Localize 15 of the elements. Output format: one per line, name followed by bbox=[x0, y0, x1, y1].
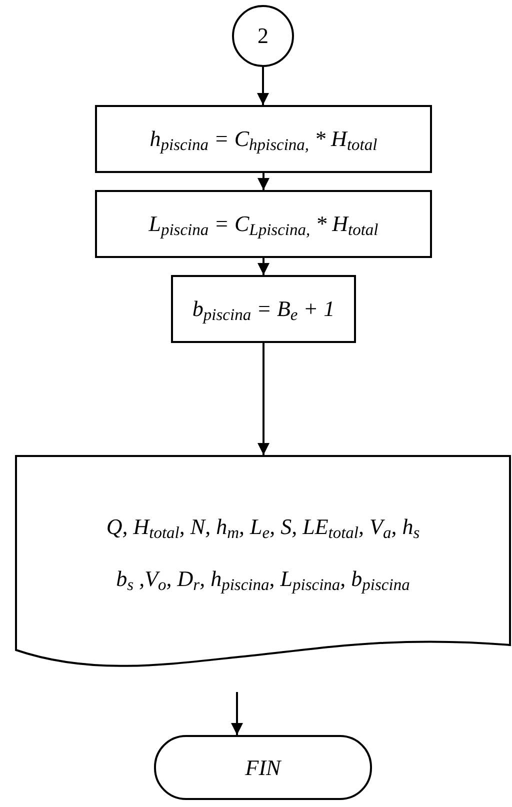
formula-text: b$_{piscina}$ = B$_{e}$ + 1 bbox=[192, 295, 335, 323]
formula-text: FIN bbox=[245, 754, 281, 782]
process-box bbox=[95, 105, 432, 173]
arrow bbox=[231, 692, 243, 735]
arrow bbox=[258, 258, 270, 275]
formula-text: L$_{piscina}$ = C$_{Lpiscina,}$ * H$_{total}$ bbox=[148, 210, 378, 238]
process-box bbox=[95, 190, 432, 258]
arrow bbox=[258, 173, 270, 190]
formula-text: 2 bbox=[258, 22, 268, 50]
formula-text: Q, H$_{total}$, N, h$_{m}$, L$_{e}$, S, LE$_{total}$, V$_{a}$, h$_{s}$ bbox=[106, 513, 420, 540]
arrow bbox=[258, 343, 270, 455]
formula-text: b$_{s}$ ,V$_{o}$, D$_{r}$, h$_{piscina}$, L$_{piscina}$, b$_{piscina}$ bbox=[116, 564, 410, 592]
process-box bbox=[171, 275, 356, 343]
arrow bbox=[257, 67, 269, 105]
formula-text: h$_{piscina}$ = C$_{hpiscina,}$ * H$_{total}$ bbox=[150, 125, 378, 153]
